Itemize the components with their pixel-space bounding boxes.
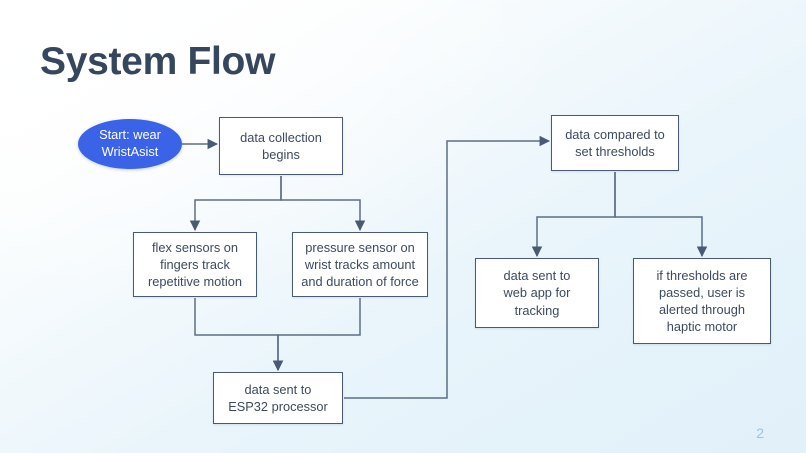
flow-node-data-collection-line-1: data collection [240,129,322,145]
flow-node-web-app-line-2: web app for [503,285,571,301]
flow-node-start-line-2: WristAsist [101,144,159,159]
page-title: System Flow [40,40,276,83]
flow-node-pressure-sensor-line-1: pressure sensor on [305,239,415,255]
flow-node-thresholds-line-2: set thresholds [575,144,655,159]
flow-node-data-collection[interactable]: data collection begins [219,117,343,175]
connector-thresholds-to-haptic [614,172,708,258]
flow-node-web-app-line-1: data sent to [503,268,571,284]
flow-node-thresholds[interactable]: data compared to set thresholds [551,115,679,171]
connector-flex-to-esp32 [194,298,284,372]
flow-node-flex-sensors-line-1: flex sensors on [151,239,239,255]
flow-node-flex-sensors-line-3: repetitive motion [148,274,242,290]
connector-thresholds-to-webapp [531,172,616,258]
connector-pressure-to-esp32 [272,298,361,372]
flow-node-web-app-line-3: tracking [514,302,560,318]
flow-node-haptic-motor-line-1: if thresholds are [656,267,748,283]
flow-node-start-line-1: Start: wear [99,127,161,143]
flow-node-web-app[interactable]: data sent to web app for tracking [475,258,599,328]
flow-node-esp32-line-1: data sent to [244,381,312,397]
flow-node-flex-sensors-line-2: fingers track [160,256,230,272]
flow-node-start[interactable]: Start: wear WristAsist [78,119,182,169]
flow-node-pressure-sensor-line-2: wrist tracks amount [304,256,416,272]
connector-collection-to-pressure [280,176,366,232]
flow-node-flex-sensors[interactable]: flex sensors on fingers track repetitive… [133,232,257,297]
flow-node-haptic-motor-line-2: passed, user is [658,284,746,300]
flow-node-esp32-line-2: ESP32 processor [228,399,328,414]
flow-node-thresholds-line-1: data compared to [565,126,665,142]
page-number: 2 [756,425,764,441]
connector-collection-to-flex [189,176,282,232]
flow-node-haptic-motor-line-3: alerted through [658,302,746,317]
flow-node-data-collection-line-2: begins [262,147,300,162]
flow-node-haptic-motor-line-4: haptic motor [666,319,738,335]
flow-node-haptic-motor[interactable]: if thresholds are passed, user is alerte… [633,258,771,344]
connector-esp32-to-thresholds [344,135,551,399]
flow-node-pressure-sensor[interactable]: pressure sensor on wrist tracks amount a… [292,232,428,297]
flow-node-esp32[interactable]: data sent to ESP32 processor [213,372,343,424]
flow-node-pressure-sensor-line-3: and duration of force [301,274,419,290]
